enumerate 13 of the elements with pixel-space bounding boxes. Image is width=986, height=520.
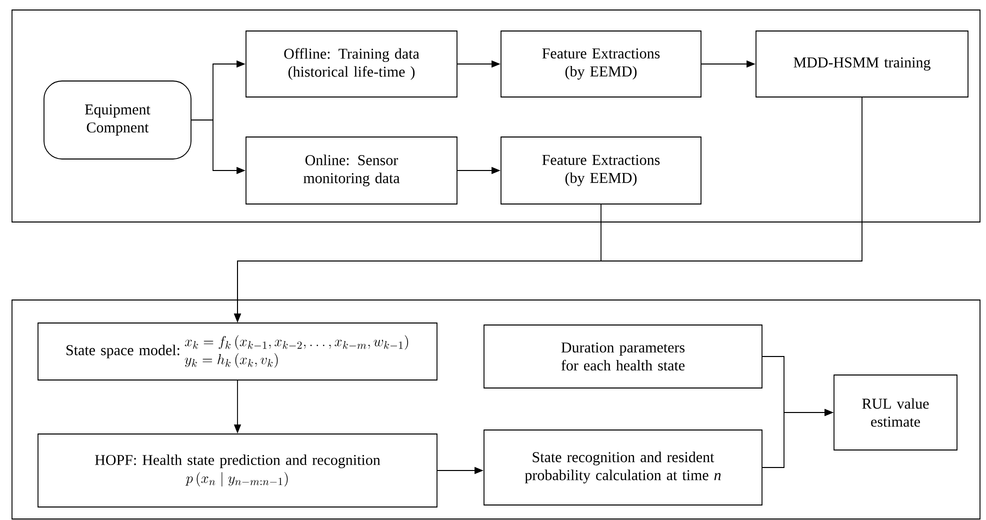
process-box: State recognition and resident probability calculation at time n [484, 430, 762, 506]
process-box: Feature Extractions (by EEMD) [500, 30, 702, 98]
process-box: Online: Sensor monitoring data [246, 136, 458, 204]
panel-box [12, 10, 980, 222]
process-box: Duration parameters for each health state [484, 324, 762, 388]
panel-box [12, 300, 980, 520]
process-box: HOPF: Health state prediction and recognition $p\left(x_n \mid y_{n-m:n-1}\right)$ [38, 434, 438, 508]
process-box: Feature Extractions (by EEMD) [500, 136, 702, 204]
rounded-box: Equipment Compnent [44, 80, 192, 160]
process-box: State space model: $x_k = f_k\,(x_{k-1},x_{k-2},\ldots,x_{k-m},w_{k-1})$ $y_k = h_k\,(x_k,v_k)$ [38, 322, 438, 380]
process-box: Offline: Training data (historical life-time ) [246, 30, 458, 98]
process-box: RUL value estimate [834, 374, 958, 450]
process-box: MDD-HSMM training [756, 30, 968, 98]
